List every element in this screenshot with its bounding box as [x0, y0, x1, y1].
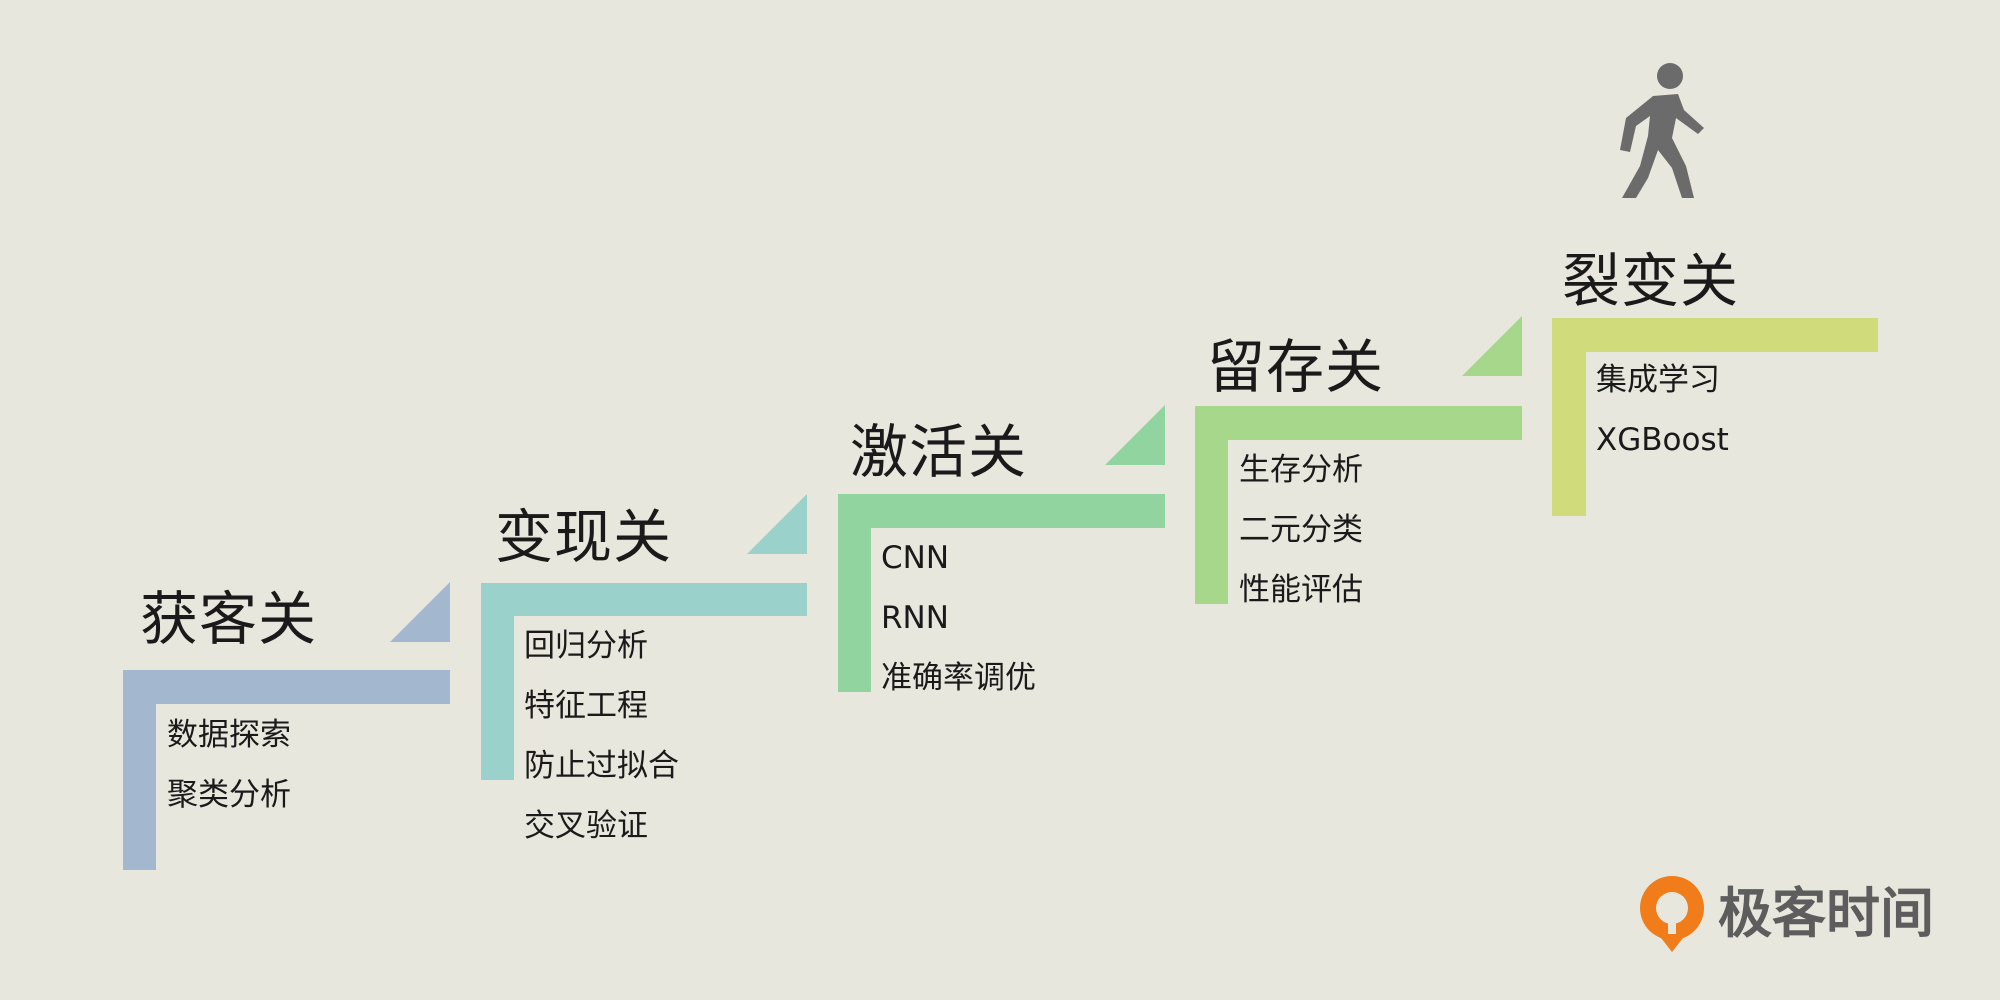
step-1-item-2: 聚类分析	[167, 777, 291, 813]
step-5-tread	[1552, 318, 1878, 352]
step-2-title: 变现关	[495, 503, 673, 571]
step-2-tread	[481, 583, 807, 616]
step-4-tread	[1195, 406, 1522, 440]
step-1-title: 获客关	[140, 585, 318, 653]
step-2-corner-triangle	[747, 494, 807, 554]
step-1-riser	[123, 670, 156, 870]
step-3-title: 激活关	[850, 418, 1028, 486]
step-1-items: 数据探索 聚类分析	[167, 705, 291, 825]
step-5-riser	[1552, 318, 1586, 516]
step-3-item-3: 准确率调优	[881, 660, 1036, 696]
step-3-corner-triangle	[1105, 405, 1165, 465]
step-1-corner-triangle	[390, 582, 450, 642]
step-3-riser	[838, 494, 871, 692]
step-4-riser	[1195, 406, 1228, 604]
geektime-logo-icon	[1640, 876, 1704, 952]
step-4-corner-triangle	[1462, 316, 1522, 376]
step-4-title: 留存关	[1207, 333, 1385, 401]
step-4-item-1: 生存分析	[1239, 452, 1363, 488]
brand-logo: 极客时间	[1638, 874, 1958, 954]
walking-person-icon	[1620, 63, 1704, 198]
step-1-item-1: 数据探索	[167, 717, 291, 753]
step-3-item-2: RNN	[881, 600, 949, 636]
step-1-tread	[123, 670, 450, 704]
step-4-item-2: 二元分类	[1239, 512, 1363, 548]
brand-name: 极客时间	[1718, 882, 1934, 945]
step-3-items: CNN RNN 准确率调优	[881, 528, 1036, 708]
step-2-item-3: 防止过拟合	[524, 748, 679, 784]
step-2-riser	[481, 583, 514, 780]
step-2-item-1: 回归分析	[524, 628, 648, 664]
step-2-item-2: 特征工程	[524, 688, 648, 724]
step-4-items: 生存分析 二元分类 性能评估	[1239, 440, 1363, 620]
step-4-item-3: 性能评估	[1239, 572, 1363, 608]
step-5-item-2: XGBoost	[1596, 422, 1729, 458]
step-2-item-4: 交叉验证	[524, 808, 648, 844]
step-5-item-1: 集成学习	[1596, 362, 1720, 398]
step-3-item-1: CNN	[881, 540, 950, 576]
step-3-tread	[838, 494, 1165, 528]
step-5-items: 集成学习 XGBoost	[1596, 350, 1729, 470]
step-2-items: 回归分析 特征工程 防止过拟合 交叉验证	[524, 616, 679, 856]
step-5-title: 裂变关	[1562, 247, 1740, 315]
